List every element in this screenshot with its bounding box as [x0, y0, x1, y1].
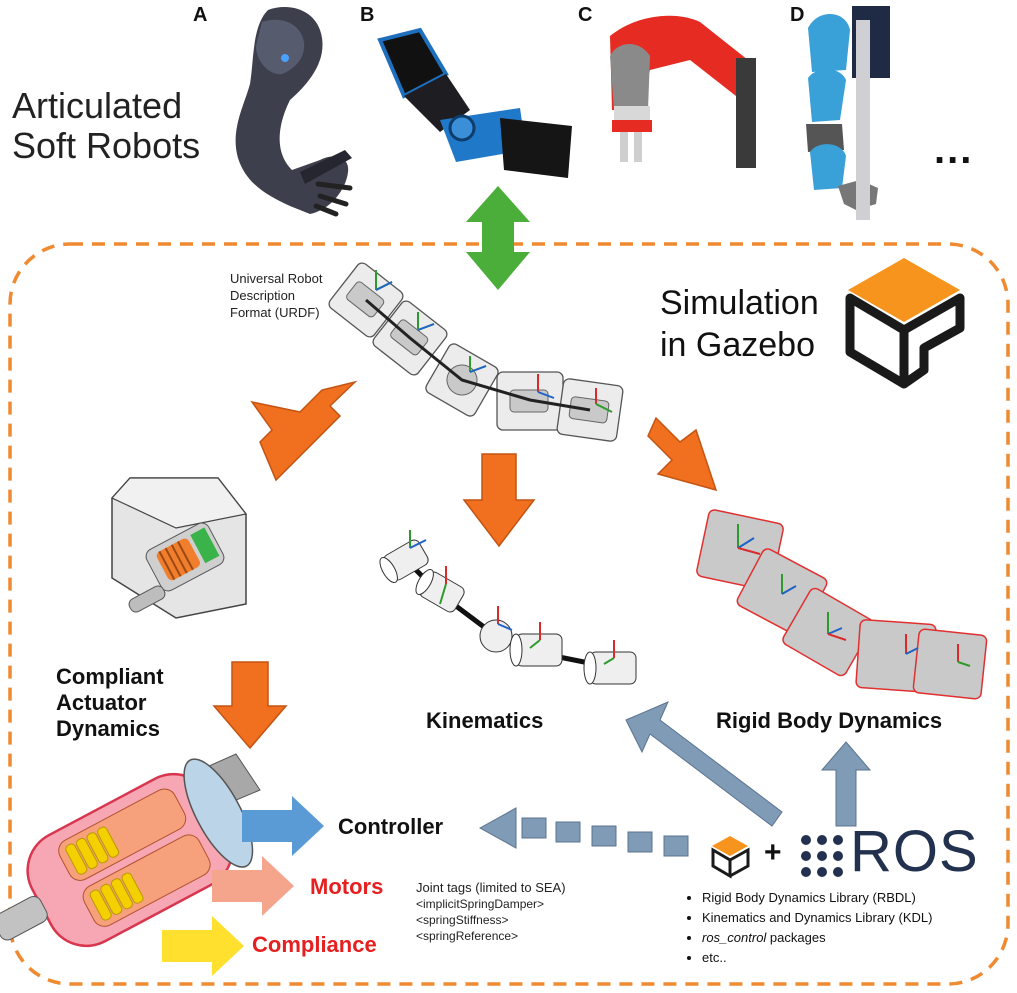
robot-b-image — [377, 27, 572, 178]
lib-kdl: Kinematics and Dynamics Library (KDL) — [702, 908, 1004, 928]
joint-tags-title: Joint tags (limited to SEA) — [416, 880, 566, 895]
motors-label: Motors — [310, 874, 384, 899]
compliance-label: Compliance — [252, 932, 377, 957]
salmon-arrow-to-motors — [212, 856, 294, 916]
simulation-line-2: in Gazebo — [660, 326, 815, 364]
robot-a-image — [235, 7, 353, 217]
simulation-title: Simulation in Gazebo — [660, 282, 819, 366]
robot-photos — [235, 6, 890, 220]
compliant-line-1: Compliant — [56, 664, 164, 689]
compliant-line-3: Dynamics — [56, 716, 160, 741]
lib-ros-control: ros_control packages — [702, 928, 1004, 948]
ros-logo-dots — [801, 835, 843, 877]
compliant-actuator-dynamics-label: Compliant Actuator Dynamics — [56, 664, 164, 742]
compliant-line-2: Actuator — [56, 690, 147, 715]
orange-arrow-to-rigid-body — [647, 416, 718, 492]
robot-label-c: C — [578, 4, 593, 26]
urdf-line-1: Universal Robot — [230, 271, 323, 286]
arrow-ros-to-kinematics — [625, 701, 783, 827]
compliant-actuator-cube — [111, 477, 248, 619]
dashed-arrow-ros-to-controller — [478, 807, 689, 857]
controller-label: Controller — [338, 814, 444, 839]
blue-arrow-to-controller — [242, 796, 324, 856]
kinematics-chain-diagram — [379, 530, 637, 685]
gazebo-simulation-boundary — [8, 242, 1010, 986]
robot-label-d: D — [790, 4, 805, 26]
joint-tag-spring-stiffness: <springStiffness> — [416, 913, 509, 927]
ros-libraries-list: Rigid Body Dynamics Library (RBDL) Kinem… — [684, 888, 1004, 968]
orange-arrow-to-kinematics — [462, 453, 536, 548]
rigid-body-dynamics-label: Rigid Body Dynamics — [716, 708, 943, 733]
joint-tags-note: Joint tags (limited to SEA) <implicitSpr… — [416, 880, 566, 944]
urdf-label: Universal Robot Description Format (URDF… — [230, 270, 323, 321]
more-robots-ellipsis: ... — [934, 128, 974, 172]
ros-control-italic: ros_control — [702, 930, 767, 945]
robot-label-a: A — [193, 4, 208, 26]
arrow-ros-to-rigid-body — [820, 741, 872, 827]
urdf-chain-diagram — [328, 262, 624, 442]
joint-tag-spring-reference: <springReference> — [416, 929, 519, 943]
orange-arrow-to-detailed-actuator — [212, 661, 288, 750]
ros-control-suffix: packages — [766, 930, 826, 945]
kinematics-label: Kinematics — [426, 708, 544, 733]
title-line-1: Articulated — [12, 85, 183, 126]
joint-tag-implicit-spring-damper: <implicitSpringDamper> — [416, 897, 545, 911]
articulated-soft-robots-title: Articulated Soft Robots — [12, 86, 200, 166]
robot-c-image — [595, 6, 756, 178]
plus-sign: + — [764, 836, 782, 869]
simulation-line-1: Simulation — [660, 284, 819, 322]
urdf-line-2: Description — [230, 288, 296, 303]
ros-logo-text: ROS — [850, 819, 979, 884]
orange-arrow-to-actuator — [250, 380, 358, 482]
green-double-arrow — [466, 186, 530, 290]
title-line-2: Soft Robots — [12, 125, 201, 166]
yellow-arrow-to-compliance — [162, 916, 244, 976]
rigid-body-chain-diagram — [696, 509, 988, 700]
urdf-line-3: Format (URDF) — [230, 305, 320, 320]
lib-etc: etc.. — [702, 948, 1004, 968]
small-gazebo-logo — [711, 836, 750, 879]
robot-label-b: B — [360, 4, 375, 26]
robot-d-image — [806, 6, 890, 220]
gazebo-logo — [845, 258, 965, 389]
detailed-actuator-illustration — [0, 753, 261, 948]
lib-rbdl: Rigid Body Dynamics Library (RBDL) — [702, 888, 1004, 908]
